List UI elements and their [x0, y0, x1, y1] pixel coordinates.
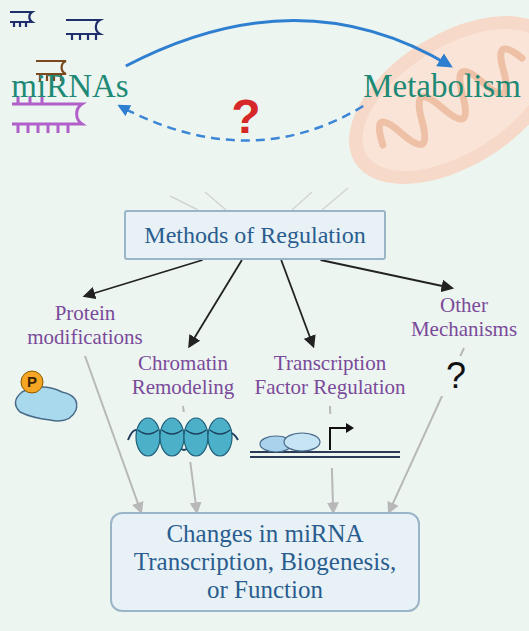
arrow-connector: [85, 260, 203, 296]
method-label: Protein modifications: [12, 296, 158, 356]
arrow-connector: [190, 260, 242, 346]
process-box: Methods of Regulation: [124, 210, 386, 260]
nucleosome-chromatin: [124, 412, 246, 462]
arrow-connector: [281, 260, 313, 346]
method-label: Transcription Factor Regulation: [246, 346, 414, 406]
node-text: Protein modifications: [12, 302, 158, 349]
question-mark: ?: [440, 356, 472, 396]
node-text: Methods of Regulation: [144, 222, 365, 249]
node-text: Changes in miRNA Transcription, Biogenes…: [128, 520, 403, 604]
outcome-box: Changes in miRNA Transcription, Biogenes…: [110, 512, 420, 612]
mirna-title: miRNAs: [8, 66, 132, 106]
phosphorylated-protein: [15, 371, 76, 421]
mitochondrion: [320, 0, 529, 219]
arrow-connector: [321, 260, 452, 288]
node-text: Other Mechanisms: [402, 294, 526, 341]
method-label: Other Mechanisms: [402, 288, 526, 348]
connector-guide-lines: [170, 188, 348, 210]
transcription-factor-dna: [246, 414, 404, 468]
edge-label: ?: [231, 93, 260, 141]
node-text: Metabolism: [363, 68, 521, 105]
node-text: Chromatin Remodeling: [118, 352, 248, 399]
node-text: Transcription Factor Regulation: [246, 352, 414, 399]
metabolism-title: Metabolism: [360, 66, 524, 106]
node-text: miRNAs: [11, 68, 128, 105]
arrow-connector: [126, 21, 450, 67]
phosphate-symbol: P: [21, 371, 43, 393]
method-label: Chromatin Remodeling: [118, 346, 248, 406]
